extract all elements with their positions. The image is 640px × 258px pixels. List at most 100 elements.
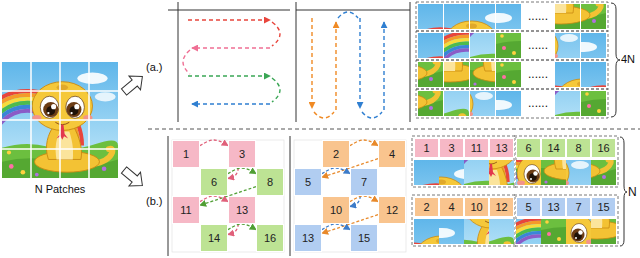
checkerboard-cell: 14: [200, 224, 228, 252]
patch-number: 1: [423, 143, 429, 154]
separator: [148, 129, 640, 130]
snake-image: [0, 62, 118, 178]
scan-axes: [168, 2, 410, 122]
group-index-cell: 4: [439, 197, 464, 217]
scan-path: [314, 112, 334, 118]
patch-number: 16: [597, 143, 609, 154]
order-arrow: [322, 224, 350, 230]
group-index-cell: 6: [516, 138, 541, 158]
group-index-cell: 2: [414, 197, 439, 217]
patch-number: 15: [358, 233, 370, 244]
group-index-cell: 11: [464, 138, 489, 158]
scan-axes: [410, 2, 411, 122]
scan-path: [335, 22, 336, 110]
patch-number: 7: [575, 202, 581, 213]
image-patch: [491, 85, 616, 185]
scan-path: [188, 75, 270, 76]
order-arrow: [228, 168, 256, 174]
source-image: [0, 62, 118, 178]
grid-axes: [168, 136, 290, 256]
checkerboard-cell: 7: [350, 168, 378, 196]
patch-number: 13: [236, 205, 248, 216]
scan-axes: [178, 2, 179, 122]
grid-ghost: [294, 140, 406, 252]
group-index-cell: 15: [591, 197, 616, 217]
patch-number: 2: [423, 202, 429, 213]
scan-path: [338, 12, 358, 18]
scan-path: [183, 50, 190, 74]
image-patch: [516, 144, 640, 244]
scan-path: [188, 19, 270, 20]
image-patch: [318, 0, 443, 87]
group-index-cell: 8: [566, 138, 591, 158]
checkerboard-cell: 5: [294, 168, 322, 196]
image-patch: [389, 169, 514, 258]
patch-group: [339, 85, 640, 258]
checkerboard-cell: 3: [228, 140, 256, 168]
group-index-cell: 13: [489, 138, 514, 158]
grid-axes: [290, 136, 291, 256]
image-patch: [318, 0, 443, 87]
patch-number: 12: [495, 202, 507, 213]
ellipsis: ......: [528, 97, 548, 109]
group-index-cell: 14: [541, 138, 566, 158]
order-arrow: [350, 196, 378, 202]
patch-number: 5: [525, 202, 531, 213]
scan-path: [362, 112, 382, 118]
patch-number: 13: [547, 202, 559, 213]
patch-number: 3: [448, 143, 454, 154]
checkerboard-cell: 1: [172, 140, 200, 168]
checkerboard-cell: 13: [294, 224, 322, 252]
image-patch: [516, 144, 640, 244]
checkerboard-cell: 10: [322, 196, 350, 224]
scan-path: [359, 18, 360, 108]
order-arrow: [200, 140, 228, 146]
order-arrow: [200, 196, 228, 202]
order-arrow: [228, 224, 256, 230]
patch-number: 10: [330, 205, 342, 216]
ellipsis: ......: [528, 10, 548, 22]
grid-axes: [168, 136, 169, 256]
ellipsis: ......: [528, 68, 548, 80]
grid-ghost: [172, 140, 406, 252]
patch-number: 6: [211, 177, 217, 188]
group-index-cell: 16: [591, 138, 616, 158]
sequence-length: 4N: [621, 54, 635, 65]
patch-number: 6: [525, 143, 531, 154]
image-patch: [420, 0, 545, 87]
scan-axes: [296, 10, 410, 11]
image-patch: [318, 16, 443, 116]
group-index-cell: 1: [414, 138, 439, 158]
scan-path: [272, 78, 280, 102]
order-arrow: [350, 140, 378, 146]
image-patch: [480, 0, 605, 29]
snake-image: [0, 62, 118, 178]
image-patch: [318, 16, 443, 116]
patch-number: 13: [302, 233, 314, 244]
scan-path: [183, 12, 384, 118]
checkerboard-cell: 16: [256, 224, 284, 252]
patch-number: 13: [495, 143, 507, 154]
brace: [620, 137, 627, 246]
panel-label: (b.): [146, 196, 163, 207]
hollow-arrow: [118, 163, 148, 192]
checkerboard-cell: 8: [256, 168, 284, 196]
image-patch: [344, 41, 469, 141]
patch-number: 16: [264, 233, 276, 244]
checkerboard-cell: 15: [350, 224, 378, 252]
group-index-cell: 5: [516, 197, 541, 217]
hollow-arrow: [118, 70, 148, 99]
group-index-cell: 10: [464, 197, 489, 217]
patch-number: 14: [208, 233, 220, 244]
scan-path: [383, 22, 384, 110]
image-patch: [556, 16, 640, 116]
image-patch: [556, 16, 640, 116]
scan-axes: [296, 2, 297, 122]
checkerboard-cell: 13: [228, 196, 256, 224]
checkerboard-cell: 2: [322, 140, 350, 168]
ellipsis: ......: [528, 39, 548, 51]
patch-number: 3: [239, 149, 245, 160]
image-patch: [480, 0, 605, 29]
grid-ghost: [172, 140, 284, 252]
